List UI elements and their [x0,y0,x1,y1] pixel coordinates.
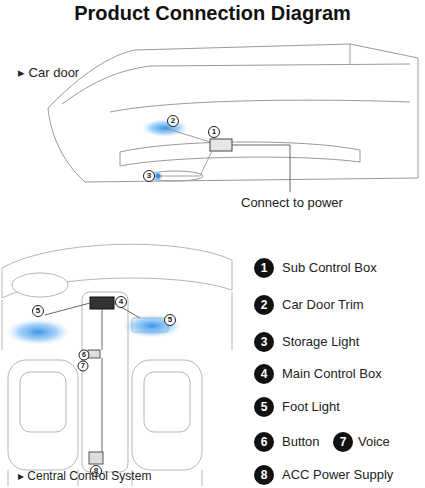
key-number: 2 [261,298,268,312]
key-number: 7 [340,435,347,449]
callout-number: 1 [212,128,216,137]
callout-number: 5 [168,316,172,325]
key-number-circle: 1 [254,258,274,278]
callout-number: 7 [81,362,85,370]
key-number-circle: 3 [254,332,274,352]
key-number: 4 [261,367,268,381]
sub-control-box [210,139,232,151]
key-number-circle: 6 [254,432,274,452]
part-name: Storage Light [282,335,359,349]
title: Product Connection Diagram [0,2,425,24]
acc-plug [89,452,103,464]
callout-number: 2 [171,117,175,126]
foot-light-right [122,314,182,338]
main-control-box [90,297,114,309]
power-note: Connect to power [241,196,343,210]
key-number-circle: 4 [254,364,274,384]
key-number-circle: 7 [333,432,353,452]
power-wire [232,145,290,192]
button-part [88,350,100,358]
part-name: Main Control Box [282,367,382,381]
callout-number: 4 [119,298,123,307]
callout-circles [33,116,220,477]
part-name: ACC Power Supply [282,468,393,482]
key-number: 8 [261,468,268,482]
part-name: Button [282,435,320,449]
car-door [48,44,418,182]
key-number-circle: 5 [254,397,274,417]
key-number-circle: 2 [254,295,274,315]
key-number: 1 [261,261,268,275]
part-name: Sub Control Box [282,261,377,275]
foot-light-left [6,319,70,345]
door-wire [161,128,212,176]
section-heading: ▸ Car door [18,66,79,80]
key-number: 3 [261,335,268,349]
part-name: Foot Light [282,400,340,414]
part-name: Car Door Trim [282,298,364,312]
part-name: Voice [358,435,390,449]
key-number: 6 [261,435,268,449]
callout-number: 6 [82,351,86,359]
section-heading: ▸ Central Control System [18,470,151,483]
car-interior [2,244,232,486]
storage-light-dot [156,174,161,179]
key-number-circle: 8 [254,465,274,485]
key-number: 5 [261,400,268,414]
interior-wire [45,303,140,452]
callout-number: 5 [36,307,40,316]
callout-number: 3 [147,172,151,181]
